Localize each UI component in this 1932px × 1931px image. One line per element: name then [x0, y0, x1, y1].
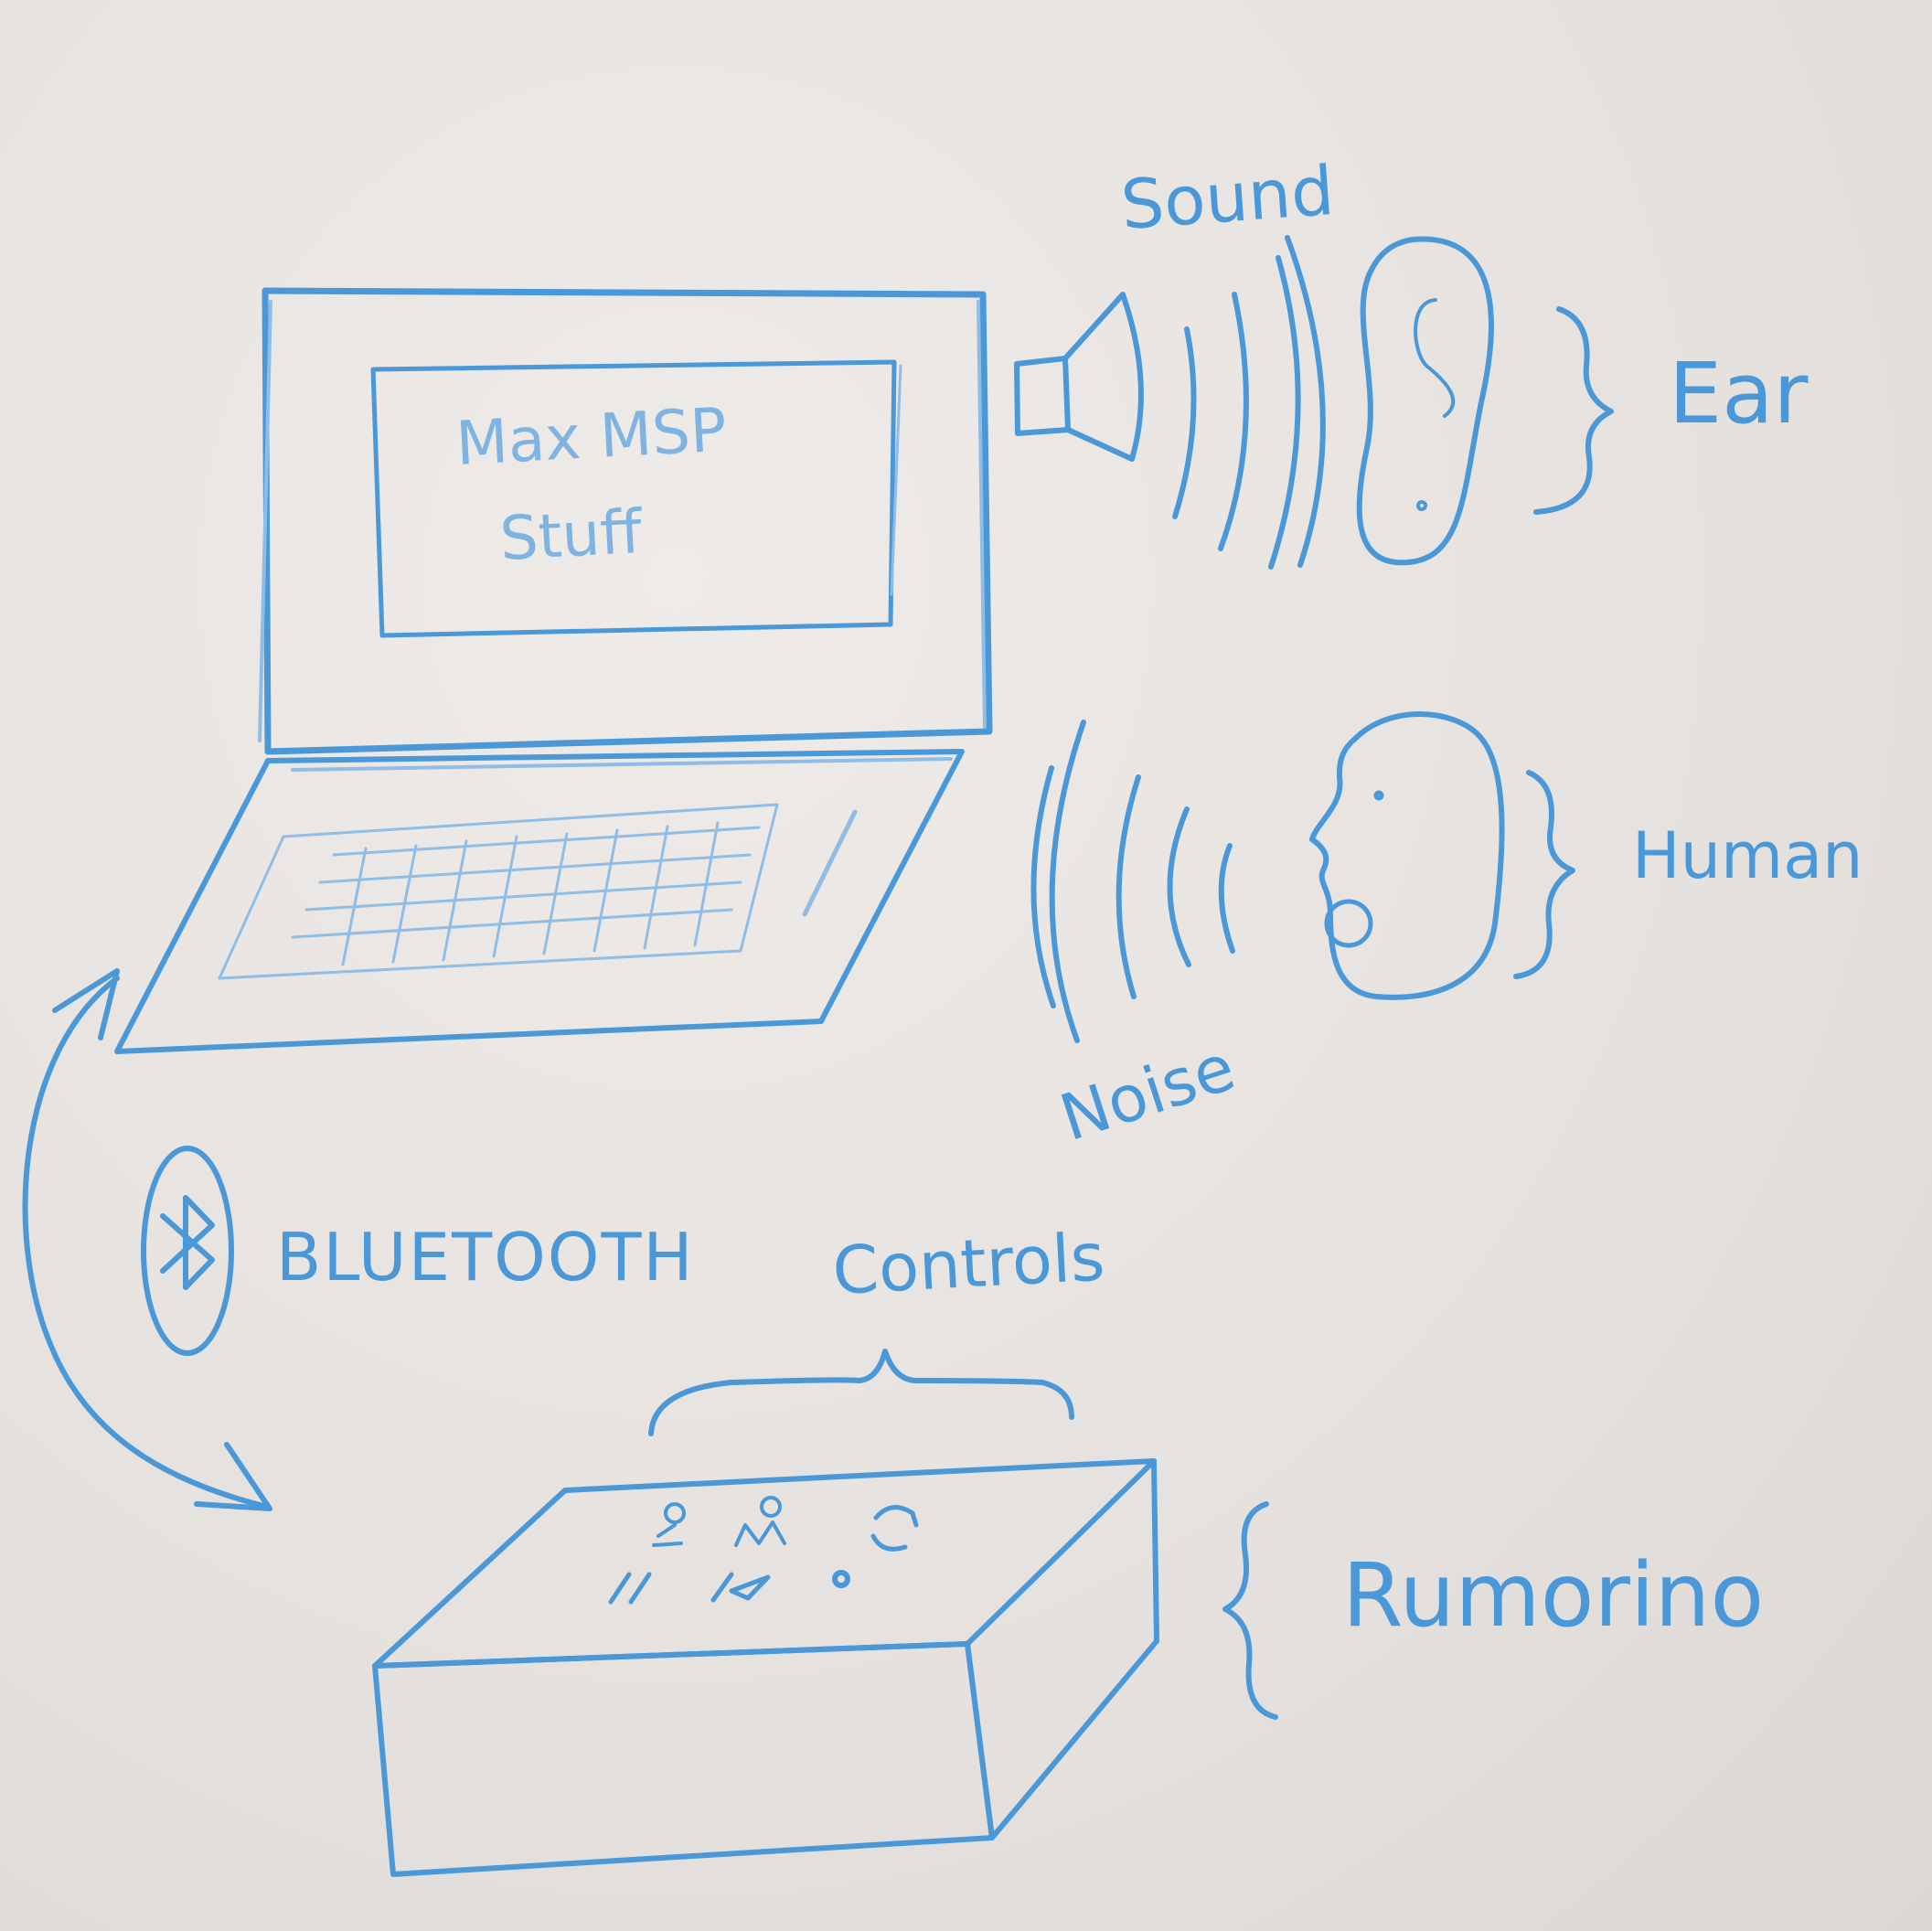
box-controls	[608, 1496, 919, 1605]
screen-text-line1: Max MSP	[454, 395, 729, 479]
ear-label: Ear	[1669, 345, 1809, 443]
box-device-icon	[372, 1458, 1159, 1877]
speaker-icon	[1014, 292, 1144, 462]
screen-text-line2: Stuff	[498, 496, 645, 574]
human-label: Human	[1632, 818, 1863, 893]
sound-waves	[1172, 235, 1326, 570]
controls-label: Controls	[830, 1219, 1106, 1309]
ear-icon	[1356, 236, 1494, 566]
sound-label: Sound	[1118, 152, 1336, 245]
human-brace	[1513, 770, 1575, 979]
ear-brace	[1533, 306, 1614, 515]
controls-brace	[648, 1349, 1074, 1436]
noise-waves	[1030, 720, 1235, 1043]
laptop-icon	[114, 287, 993, 1054]
human-head-icon	[1309, 711, 1505, 1000]
keyboard	[218, 803, 858, 980]
device-brace	[1222, 1501, 1278, 1720]
bluetooth-label: BLUETOOTH	[276, 1219, 695, 1296]
device-label: Rumorino	[1342, 1544, 1764, 1647]
noise-label: Noise	[1051, 1030, 1244, 1156]
bluetooth-icon	[141, 1146, 234, 1356]
bluetooth-link-arrow	[22, 968, 272, 1511]
